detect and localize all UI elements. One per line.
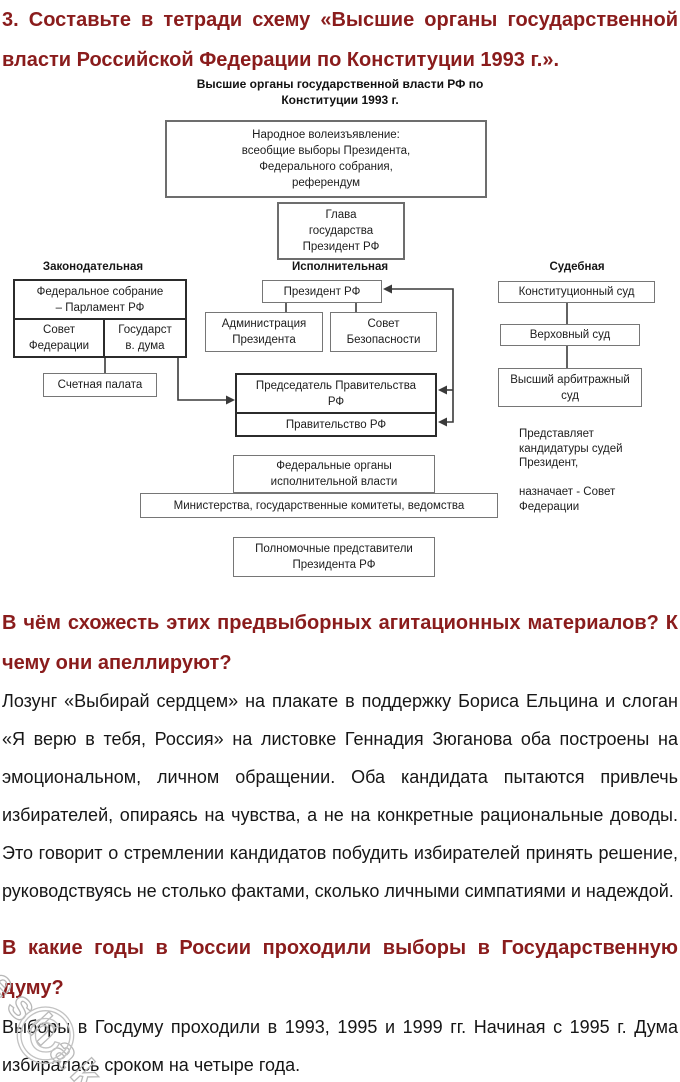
box-federal-assembly: Федеральное собрание – Парламент РФ Сове… bbox=[13, 279, 187, 358]
box-constitutional-court: Конституционный суд bbox=[498, 281, 655, 303]
box-ministries: Министерства, государственные комитеты, … bbox=[140, 493, 498, 518]
question-2-heading: В чём схожесть этих предвыборных агитаци… bbox=[2, 612, 678, 674]
box-president: Президент РФ bbox=[262, 280, 382, 303]
diagram-title: Высшие органы государственной власти РФ … bbox=[196, 77, 484, 107]
box-federation-council: Совет Федерации bbox=[15, 320, 105, 356]
question-3-heading: В какие годы в России проходили выборы в… bbox=[2, 937, 678, 999]
box-government-chairman: Председатель Правительства РФ bbox=[237, 375, 435, 414]
box-federal-executive-bodies: Федеральные органы исполнительной власти bbox=[233, 455, 435, 493]
question-2-answer: Лозунг «Выбирай сердцем» на плакате в по… bbox=[2, 691, 678, 901]
box-government-group: Председатель Правительства РФ Правительс… bbox=[235, 373, 437, 437]
question-1-heading: 3. Составьте в тетради схему «Высшие орг… bbox=[2, 9, 678, 71]
box-security-council: Совет Безопасности bbox=[330, 312, 437, 352]
judicial-branch-label: Судебная bbox=[549, 261, 605, 273]
federal-assembly-title: Федеральное собрание – Парламент РФ bbox=[15, 281, 185, 320]
box-supreme-court: Верховный суд bbox=[500, 324, 640, 346]
question-3-answer: Выборы в Госдуму проходили в 1993, 1995 … bbox=[2, 1017, 678, 1075]
box-popular-will: Народное волеизъявление: всеобщие выборы… bbox=[165, 120, 487, 198]
box-plenipotentiaries: Полномочные представители Президента РФ bbox=[233, 537, 435, 577]
federal-assembly-chambers: Совет Федерации Государст в. дума bbox=[15, 320, 185, 356]
executive-branch-label: Исполнительная bbox=[291, 261, 389, 273]
copyright-icon: © bbox=[15, 991, 75, 1080]
box-state-duma: Государст в. дума bbox=[118, 324, 172, 352]
box-government: Правительство РФ bbox=[285, 418, 387, 431]
box-head-of-state: Глава государства Президент РФ bbox=[277, 202, 405, 260]
box-arbitration-court: Высший арбитражный суд bbox=[498, 368, 642, 407]
box-presidential-administration: Администрация Президента bbox=[205, 312, 323, 352]
judicial-appointment-note: Представляет кандидатуры судей Президент… bbox=[519, 428, 623, 513]
legislative-branch-label: Законодательная bbox=[42, 261, 144, 273]
box-accounts-chamber: Счетная палата bbox=[43, 373, 157, 397]
